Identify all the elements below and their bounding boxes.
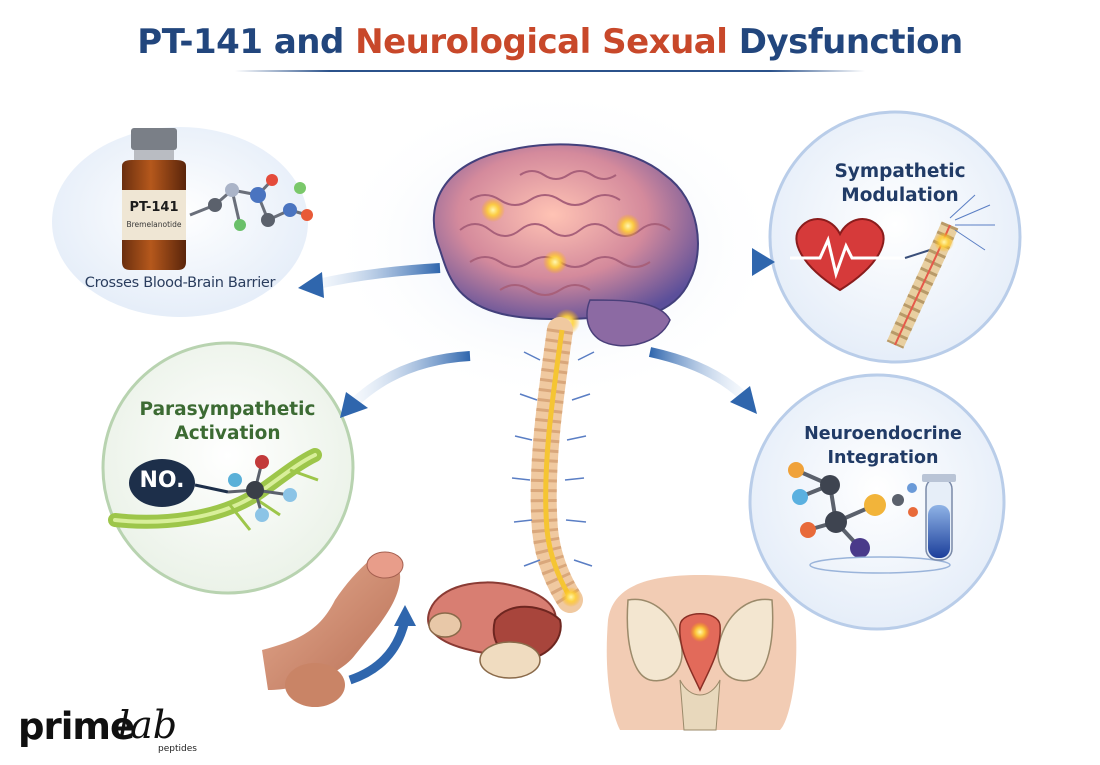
male-anatomy-icon xyxy=(262,551,416,707)
neuroendocrine-label: Neuroendocrine Integration xyxy=(763,422,1003,470)
primelab-logo: prime lab peptides xyxy=(18,703,218,757)
parasympathetic-label-line1: Parasympathetic xyxy=(139,399,316,420)
parasympathetic-panel xyxy=(101,341,355,595)
sympathetic-label: Sympathetic Modulation xyxy=(795,160,1005,208)
nerve-fiber-icon xyxy=(108,448,322,531)
spinal-cord-icon xyxy=(511,317,595,613)
brain-icon xyxy=(432,143,699,347)
title-underline xyxy=(235,70,865,72)
neuro-molecule-icon xyxy=(788,462,951,574)
arrow-to-parasympathetic xyxy=(340,351,471,418)
molecule-icon xyxy=(189,174,313,231)
bbb-label: Crosses Blood-Brain Barrier xyxy=(84,275,276,291)
parasympathetic-label-line2: Activation xyxy=(174,423,281,444)
page-title: PT-141 and Neurological Sexual Dysfuncti… xyxy=(0,22,1100,62)
title-part-2: Neurological Sexual xyxy=(355,22,728,62)
logo-lab-text: lab xyxy=(118,703,178,747)
test-tube-icon xyxy=(922,474,956,561)
vial-label-subtitle: Bremelanotide xyxy=(126,220,182,229)
arrow-to-sympathetic xyxy=(690,248,775,276)
sympathetic-label-line1: Sympathetic xyxy=(834,161,966,182)
title-part-1: PT-141 and xyxy=(137,22,356,62)
pelvis-icon xyxy=(606,575,797,731)
sympathetic-label-line2: Modulation xyxy=(841,185,959,206)
no-molecule-label: NO. xyxy=(139,468,185,493)
sympathetic-spine-icon xyxy=(886,194,995,349)
no-molecule-icon xyxy=(129,455,297,522)
pelvic-organs-icon xyxy=(427,581,562,679)
sympathetic-panel xyxy=(768,110,1022,364)
arrow-to-neuroendocrine xyxy=(648,347,757,414)
logo-sub-text: peptides xyxy=(158,744,197,754)
heart-icon xyxy=(790,218,931,292)
logo-prime-text: prime xyxy=(18,705,135,748)
vial-label-name: PT-141 xyxy=(129,200,179,215)
neuroendocrine-label-line2: Integration xyxy=(827,448,939,468)
title-part-3: Dysfunction xyxy=(727,22,963,62)
vial-icon xyxy=(122,128,186,270)
neuroendocrine-label-line1: Neuroendocrine xyxy=(804,424,962,444)
parasympathetic-label: Parasympathetic Activation xyxy=(105,398,350,446)
arrow-to-bbb xyxy=(298,263,441,298)
